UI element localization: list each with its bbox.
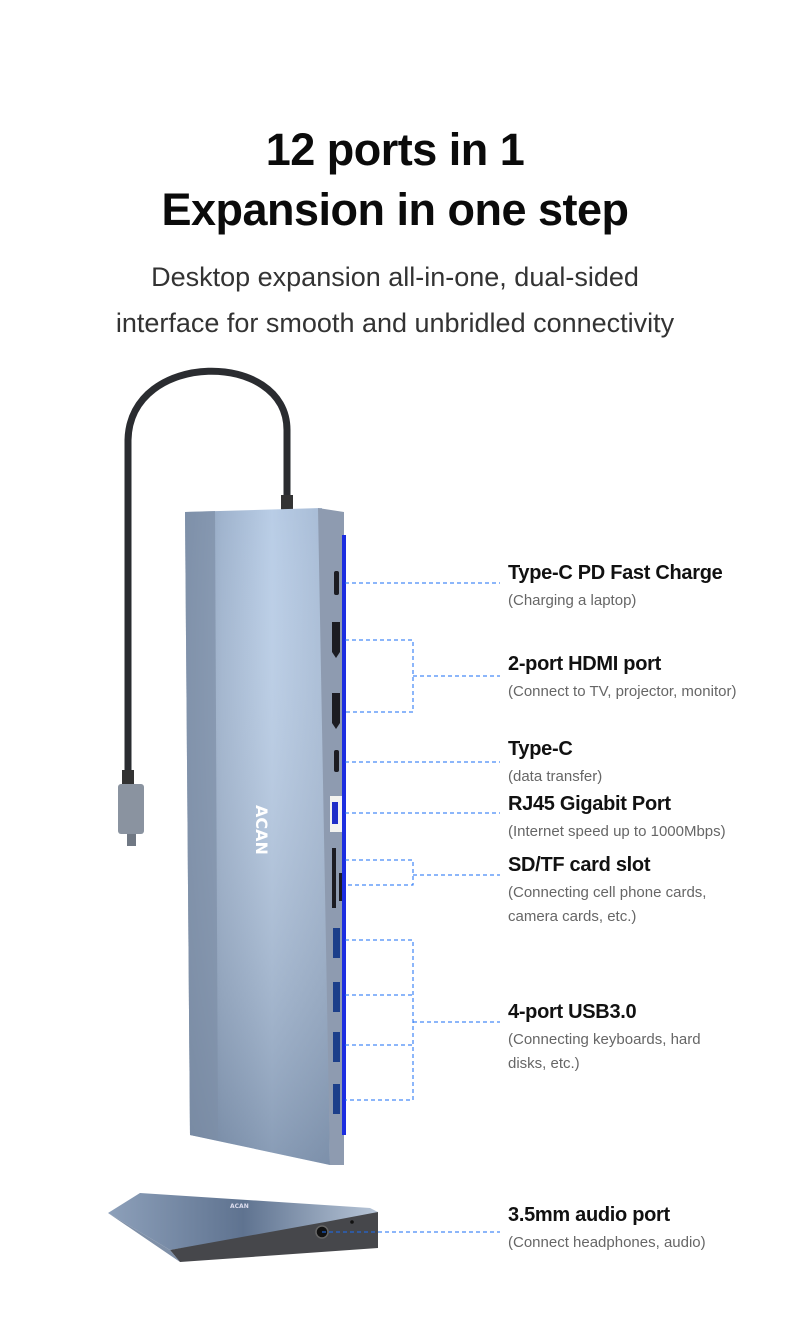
label-title: Type-C PD Fast Charge — [508, 562, 723, 584]
label-desc: (Connect headphones, audio) — [508, 1234, 706, 1251]
usb3-port-4 — [333, 1084, 340, 1114]
label-desc: (Connecting cell phone cards, — [508, 884, 707, 901]
usb3-port-3 — [333, 1032, 340, 1062]
label-type-c-pd: Type-C PD Fast Charge (Charging a laptop… — [508, 562, 723, 613]
headline-line-1: 12 ports in 1 — [265, 124, 525, 175]
label-desc: (Connect to TV, projector, monitor) — [508, 683, 737, 700]
type-c-pd-port — [334, 571, 339, 595]
label-sd-tf: SD/TF card slot (Connecting cell phone c… — [508, 854, 706, 929]
label-title: Type-C — [508, 738, 573, 760]
label-hdmi: 2-port HDMI port (Connect to TV, project… — [508, 653, 736, 704]
usb-c-plug — [118, 784, 144, 834]
usb3-port-1 — [333, 928, 340, 958]
label-title: 3.5mm audio port — [508, 1204, 670, 1226]
label-title: 2-port HDMI port — [508, 653, 661, 675]
usb3-port-2 — [333, 982, 340, 1012]
label-usb3: 4-port USB3.0 (Connecting keyboards, har… — [508, 1001, 701, 1076]
cable — [124, 367, 291, 785]
label-title: SD/TF card slot — [508, 854, 651, 876]
label-type-c-data: Type-C (data transfer) — [508, 738, 602, 789]
hdmi-port-2 — [332, 693, 340, 729]
label-desc: (data transfer) — [508, 768, 603, 785]
label-desc: (Internet speed up to 1000Mbps) — [508, 823, 726, 840]
sd-slot — [332, 848, 336, 908]
leader-lines — [322, 582, 500, 1233]
label-desc-2: disks, etc.) — [508, 1055, 580, 1072]
port-rail — [342, 535, 346, 1135]
acan-logo: ACAN — [252, 805, 271, 855]
label-title: RJ45 Gigabit Port — [508, 793, 671, 815]
label-audio: 3.5mm audio port (Connect headphones, au… — [508, 1204, 706, 1255]
label-desc: (Connecting keyboards, hard — [508, 1031, 701, 1048]
label-title: 4-port USB3.0 — [508, 1001, 637, 1023]
usb-c-plug-sleeve — [122, 770, 134, 786]
subtitle-line-2: interface for smooth and unbridled conne… — [115, 308, 675, 338]
label-desc: (Charging a laptop) — [508, 592, 637, 609]
label-desc-2: camera cards, etc.) — [508, 908, 637, 925]
type-c-data-port — [334, 750, 339, 772]
subtitle-line-1: Desktop expansion all-in-one, dual-sided — [151, 262, 639, 292]
hdmi-port-1 — [332, 622, 340, 658]
svg-text:ACAN: ACAN — [230, 1203, 249, 1210]
headline-line-2: Expansion in one step — [161, 184, 629, 235]
label-rj45: RJ45 Gigabit Port (Internet speed up to … — [508, 793, 726, 844]
tf-slot — [339, 873, 342, 901]
